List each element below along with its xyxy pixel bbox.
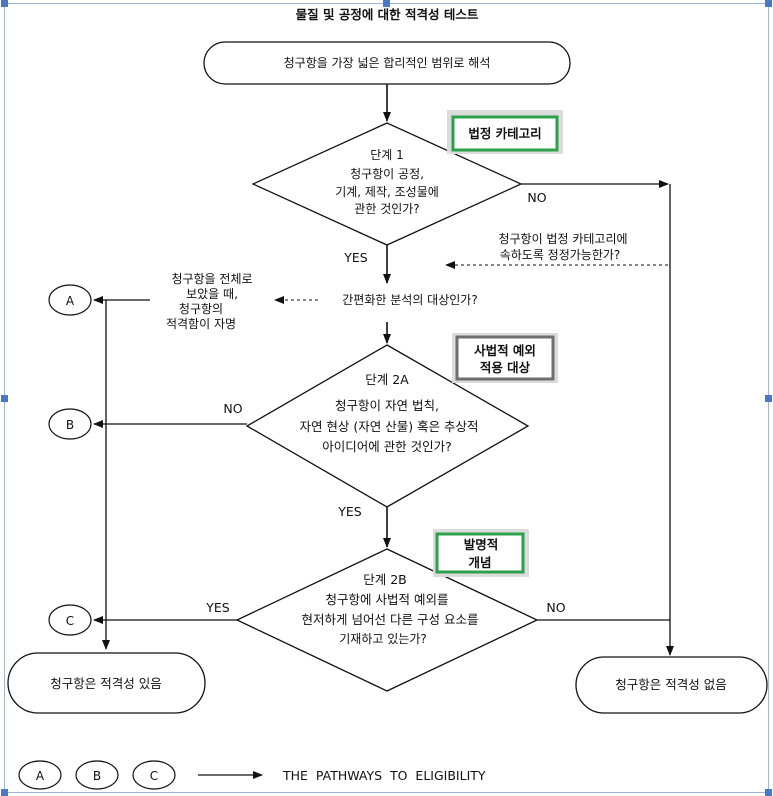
tag-judicial-box bbox=[455, 335, 555, 381]
legend-label-c: C bbox=[150, 769, 158, 783]
step2b-yes-label: YES bbox=[205, 600, 230, 615]
resize-handle-bottom-left[interactable] bbox=[1, 789, 8, 796]
step2b-line-2: 현저하게 넘어선 다른 구성 요소를 bbox=[302, 612, 479, 627]
step1-line-1: 청구항이 공정, bbox=[350, 167, 424, 181]
tag-statutory-box bbox=[451, 115, 559, 152]
legend-circle-a bbox=[18, 760, 62, 790]
step2a-line-3: 아이디어에 관한 것인가? bbox=[322, 439, 452, 454]
tag-statutory-text: 법정 카테고리 bbox=[468, 126, 541, 141]
resize-handle-bottom-right[interactable] bbox=[765, 789, 772, 796]
streamline-note-line-2: 보았을 때, bbox=[186, 287, 238, 301]
path-label-a: A bbox=[66, 294, 75, 308]
step1-heading: 단계 1 bbox=[370, 148, 404, 162]
tag-inventive-box bbox=[435, 532, 525, 574]
step2b-heading: 단계 2B bbox=[363, 572, 407, 587]
streamline-question: 간편화한 분석의 대상인가? bbox=[342, 293, 477, 307]
resize-handle-middle-right[interactable] bbox=[765, 395, 772, 402]
tag-inventive-line-2: 개념 bbox=[468, 555, 491, 570]
path-circle-b bbox=[48, 408, 92, 440]
legend-circle-c bbox=[132, 760, 176, 790]
streamline-note-line-1: 청구항을 전체로 bbox=[171, 272, 252, 286]
legend-label-a: A bbox=[36, 769, 45, 783]
ineligible-text: 청구항은 적격성 없음 bbox=[615, 677, 726, 692]
resize-handle-top-right[interactable] bbox=[765, 0, 772, 7]
step2b-no-label: NO bbox=[546, 600, 565, 615]
step2a-line-1: 청구항이 자연 법칙, bbox=[335, 398, 439, 413]
legend-text: THE PATHWAYS TO ELIGIBILITY bbox=[282, 768, 486, 783]
ineligible-box bbox=[575, 656, 768, 714]
streamline-note-line-3: 청구항의 bbox=[179, 302, 223, 316]
amend-note-line-2: 속하도록 정정가능한가? bbox=[500, 248, 621, 262]
step2b-line-3: 기재하고 있는가? bbox=[339, 632, 426, 646]
step1-no-label: NO bbox=[527, 190, 546, 205]
tag-judicial-line-1: 사법적 예외 bbox=[474, 343, 536, 358]
resize-handle-middle-left[interactable] bbox=[1, 395, 8, 402]
step2a-heading: 단계 2A bbox=[365, 372, 409, 387]
tag-judicial-line-2: 적용 대상 bbox=[480, 360, 531, 375]
streamline-note-line-4: 적격함이 자명 bbox=[166, 317, 236, 331]
step1-line-3: 관한 것인가? bbox=[354, 202, 419, 216]
step2a-yes-label: YES bbox=[337, 504, 362, 519]
path-label-c: C bbox=[66, 614, 74, 628]
path-label-b: B bbox=[66, 418, 74, 432]
resize-handle-top-left[interactable] bbox=[1, 0, 8, 7]
tag-inventive-line-1: 발명적 bbox=[464, 537, 499, 552]
amend-note-line-1: 청구항이 법정 카테고리에 bbox=[498, 232, 627, 246]
step1-line-2: 기계, 제작, 조성물에 bbox=[335, 185, 439, 199]
diagram-title: 물질 및 공정에 대한 적격성 테스트 bbox=[296, 7, 479, 22]
step2a-no-label: NO bbox=[223, 401, 242, 416]
step2b-line-1: 청구항에 사법적 예외를 bbox=[326, 592, 449, 607]
step2a-line-2: 자연 현상 (자연 산물) 혹은 추상적 bbox=[299, 419, 478, 434]
eligible-text: 청구항은 적격성 있음 bbox=[50, 676, 161, 691]
path-circle-c bbox=[48, 604, 92, 636]
step1-yes-label: YES bbox=[343, 250, 368, 265]
path-circle-a bbox=[48, 284, 92, 316]
legend-circle-b bbox=[75, 760, 119, 790]
eligible-box bbox=[7, 652, 206, 714]
step2b-diamond bbox=[235, 548, 539, 692]
legend-label-b: B bbox=[93, 769, 101, 783]
resize-handle-top-center[interactable] bbox=[383, 0, 390, 7]
start-text: 청구항을 가장 넓은 합리적인 범위로 해석 bbox=[284, 56, 491, 70]
